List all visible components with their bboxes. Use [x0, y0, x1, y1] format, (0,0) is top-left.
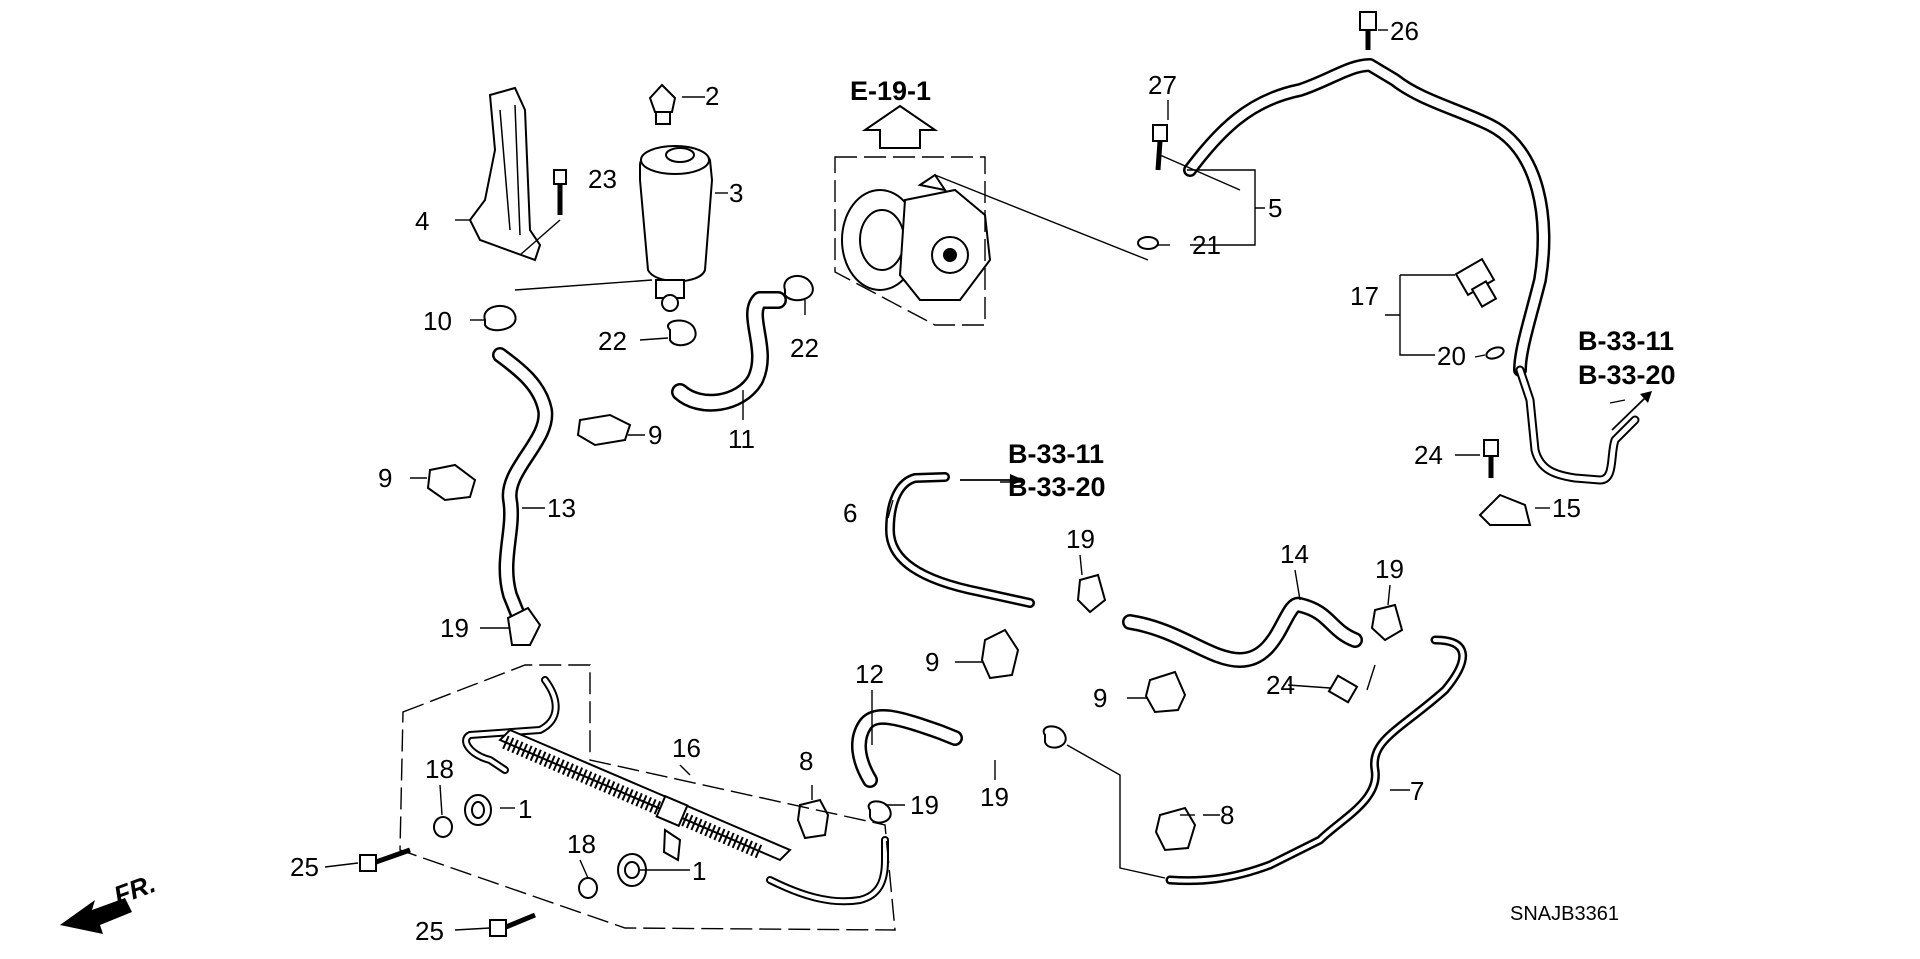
ref-right-label-2: B-33-20 [1578, 360, 1676, 390]
ref-mid-label-2: B-33-20 [1008, 472, 1106, 502]
bracket-4 [468, 86, 542, 262]
callout-24: 24 [1414, 440, 1443, 470]
bolt-27 [1152, 124, 1168, 171]
front-arrow-icon [60, 898, 132, 934]
bushing-1-a [464, 794, 492, 826]
reservoir [639, 145, 714, 312]
callout-23: 23 [588, 164, 617, 194]
callout-9: 9 [648, 420, 662, 450]
clamp-19-c [1370, 603, 1404, 642]
washer-21 [1137, 236, 1159, 250]
callout-16: 16 [672, 733, 701, 763]
clamp-19-d [1042, 725, 1067, 749]
callout-8: 8 [799, 746, 813, 776]
callout-5: 5 [1268, 193, 1282, 223]
clamp-19-b [1076, 573, 1107, 614]
front-label: FR. [110, 868, 160, 911]
clamp-22-b [783, 275, 814, 302]
callout-19: 19 [910, 790, 939, 820]
callout-10: 10 [423, 306, 452, 336]
bolt-25-b [489, 912, 536, 937]
bolt-24-a [1483, 439, 1499, 478]
collar-18-a [433, 816, 453, 838]
callout-25: 25 [290, 852, 319, 882]
callout-22: 22 [790, 333, 819, 363]
o-ring-20 [1485, 346, 1505, 360]
diagram-code: SNAJB3361 [1510, 903, 1619, 925]
callout-25: 25 [415, 916, 444, 946]
clamp-19-a [506, 606, 542, 646]
callout-27: 27 [1148, 70, 1177, 100]
callout-7: 7 [1410, 776, 1424, 806]
callout-18: 18 [567, 829, 596, 859]
callout-21: 21 [1192, 230, 1221, 260]
callout-12: 12 [855, 659, 884, 689]
hoses [462, 58, 1640, 906]
pump-group-outline [834, 156, 986, 326]
callout-20: 20 [1437, 341, 1466, 371]
callout-13: 13 [547, 493, 576, 523]
callout-18: 18 [425, 754, 454, 784]
callout-9: 9 [378, 463, 392, 493]
callout-22: 22 [598, 326, 627, 356]
callout-11: 11 [728, 424, 755, 454]
bushing-1-b [617, 853, 647, 887]
callout-15: 15 [1552, 493, 1581, 523]
callout-19: 19 [1375, 554, 1404, 584]
clamp-9-c [980, 628, 1020, 680]
callout-6: 6 [843, 498, 857, 528]
callout-9: 9 [1093, 683, 1107, 713]
rack-group-outline [399, 664, 896, 931]
collar-18-b [578, 877, 598, 899]
callout-14: 14 [1280, 539, 1309, 569]
clamp-9-b [426, 463, 477, 502]
bolt-24-b [1327, 674, 1359, 704]
ref-right-label-1: B-33-11 [1578, 326, 1674, 356]
callout-labels: 1 1 2 3 4 5 6 7 8 8 9 9 9 9 10 11 12 13 … [290, 16, 1581, 946]
callout-4: 4 [415, 206, 429, 236]
reservoir-cap [648, 83, 677, 125]
ref-mid-label-1: B-33-11 [1008, 439, 1104, 469]
callout-9: 9 [925, 647, 939, 677]
callout-19: 19 [440, 613, 469, 643]
callout-3: 3 [729, 178, 743, 208]
bolt-23 [553, 169, 567, 215]
clamp-22-a [666, 319, 697, 347]
callout-19: 19 [980, 782, 1009, 812]
clamp-19-e [867, 800, 892, 824]
callout-24: 24 [1266, 670, 1295, 700]
clip-8-b [1154, 806, 1197, 852]
ref-top-label: E-19-1 [850, 76, 931, 106]
power-steering-pump [841, 173, 992, 301]
steering-rack [498, 728, 792, 862]
callout-19: 19 [1066, 524, 1095, 554]
clip-8-a [796, 798, 830, 840]
pressure-switch [1454, 257, 1498, 309]
bracket-15 [1478, 493, 1532, 526]
callout-26: 26 [1390, 16, 1419, 46]
bolt-25-a [359, 847, 411, 872]
callout-1: 1 [518, 794, 532, 824]
bolt-26 [1359, 11, 1377, 50]
callout-2: 2 [705, 81, 719, 111]
callout-17: 17 [1350, 281, 1379, 311]
clamp-10 [483, 305, 517, 332]
callout-1: 1 [692, 856, 706, 886]
ref-arrow-right-icon [960, 474, 1024, 486]
ref-arrow-up-icon [861, 104, 939, 149]
clamp-9-d [1144, 670, 1187, 714]
callout-8: 8 [1220, 800, 1234, 830]
clamp-9-a [576, 413, 632, 447]
ref-arrow-diag-icon [1611, 391, 1652, 431]
leader-lines [324, 29, 1626, 931]
